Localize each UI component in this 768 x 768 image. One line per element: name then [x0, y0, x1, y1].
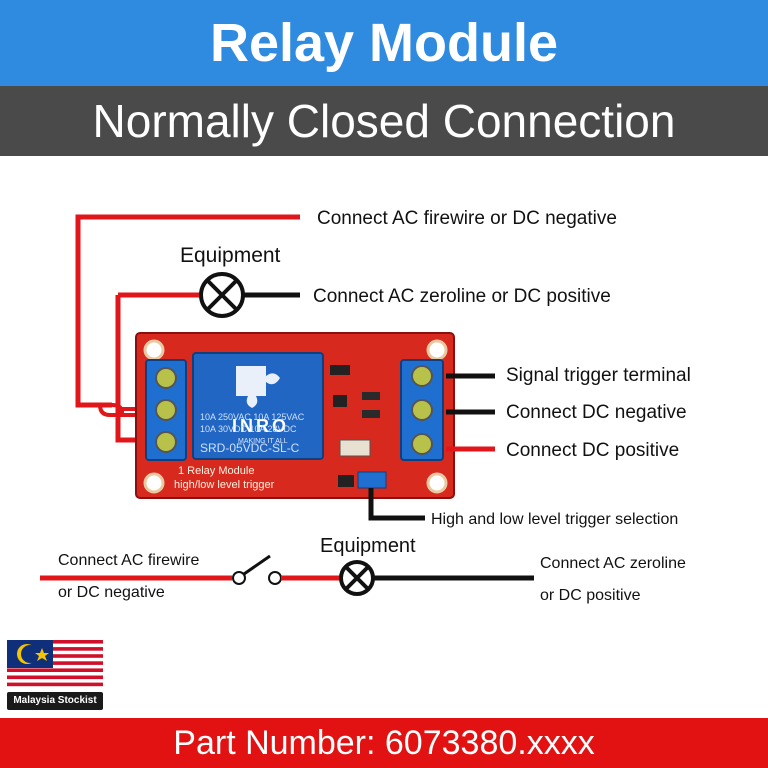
- switch-contact-right: [268, 571, 282, 585]
- malaysia-flag-icon: [7, 640, 103, 690]
- page-subtitle: Normally Closed Connection: [92, 95, 676, 147]
- terminal-screw-icon: [411, 399, 433, 421]
- label-signal-trigger: Signal trigger terminal: [506, 365, 691, 386]
- relay-rating-1: 10A 250VAC 10A 125VAC: [200, 412, 305, 422]
- label-dc-negative: Connect DC negative: [506, 402, 687, 423]
- page-title: Relay Module: [209, 13, 559, 73]
- wiring-diagram: Equipment INRO MAKING IT ALL 10A 250VAC …: [40, 208, 691, 604]
- label-ac-firewire-top: Connect AC firewire or DC negative: [317, 208, 617, 229]
- relay-brand: INRO: [232, 416, 289, 436]
- switch-contact-left: [232, 571, 246, 585]
- wire-left-terminals: [98, 403, 146, 417]
- wire-trigger-selection: [368, 488, 425, 521]
- title-banner: Relay Module: [0, 0, 768, 86]
- equipment-top-label: Equipment: [180, 244, 281, 267]
- trigger-jumper: [338, 475, 354, 487]
- terminal-screw-icon: [411, 433, 433, 455]
- malaysia-stockist-badge: Malaysia Stockist: [7, 692, 103, 710]
- label-ac-zeroline-bottom-2: or DC positive: [540, 587, 641, 604]
- relay-rating-2: 10A 30VDC 10A 28VDC: [200, 424, 297, 434]
- transistor-component: [333, 395, 347, 407]
- resistor-component: [362, 392, 380, 400]
- wire-signal-trigger: [446, 373, 495, 415]
- part-number: Part Number: 6073380.xxxx: [173, 724, 595, 762]
- switch-lever: [243, 554, 271, 576]
- pcb-text-2: high/low level trigger: [174, 479, 275, 491]
- equipment-symbol-top: [199, 272, 245, 318]
- optocoupler-component: [339, 439, 371, 457]
- terminal-screw-icon: [155, 367, 177, 389]
- label-ac-zeroline-bottom-1: Connect AC zeroline: [540, 555, 686, 572]
- terminal-screw-icon: [155, 399, 177, 421]
- label-ac-zeroline-top: Connect AC zeroline or DC positive: [313, 286, 611, 307]
- label-ac-firewire-bottom-2: or DC negative: [58, 584, 165, 601]
- bottom-circuit: [40, 554, 534, 596]
- label-ac-firewire-bottom-1: Connect AC firewire: [58, 552, 199, 569]
- inro-logo-icon: [236, 366, 280, 408]
- terminal-screw-icon: [411, 365, 433, 387]
- label-dc-positive: Connect DC positive: [506, 440, 679, 461]
- relay-board: INRO MAKING IT ALL 10A 250VAC 10A 125VAC…: [135, 332, 455, 499]
- terminal-screw-icon: [155, 431, 177, 453]
- label-trigger-selection: High and low level trigger selection: [431, 511, 678, 528]
- resistor-component: [362, 410, 380, 418]
- relay-tagline: MAKING IT ALL: [238, 438, 288, 445]
- footer-banner: Part Number: 6073380.xxxx: [0, 718, 768, 768]
- led-component: [330, 365, 350, 375]
- subtitle-banner: Normally Closed Connection: [0, 86, 768, 156]
- relay-component: [192, 352, 324, 460]
- pcb-text-1: 1 Relay Module: [178, 465, 254, 477]
- trigger-jumper-cap: [357, 471, 387, 489]
- relay-model: SRD-05VDC-SL-C: [200, 441, 300, 455]
- equipment-bottom-label: Equipment: [320, 535, 416, 557]
